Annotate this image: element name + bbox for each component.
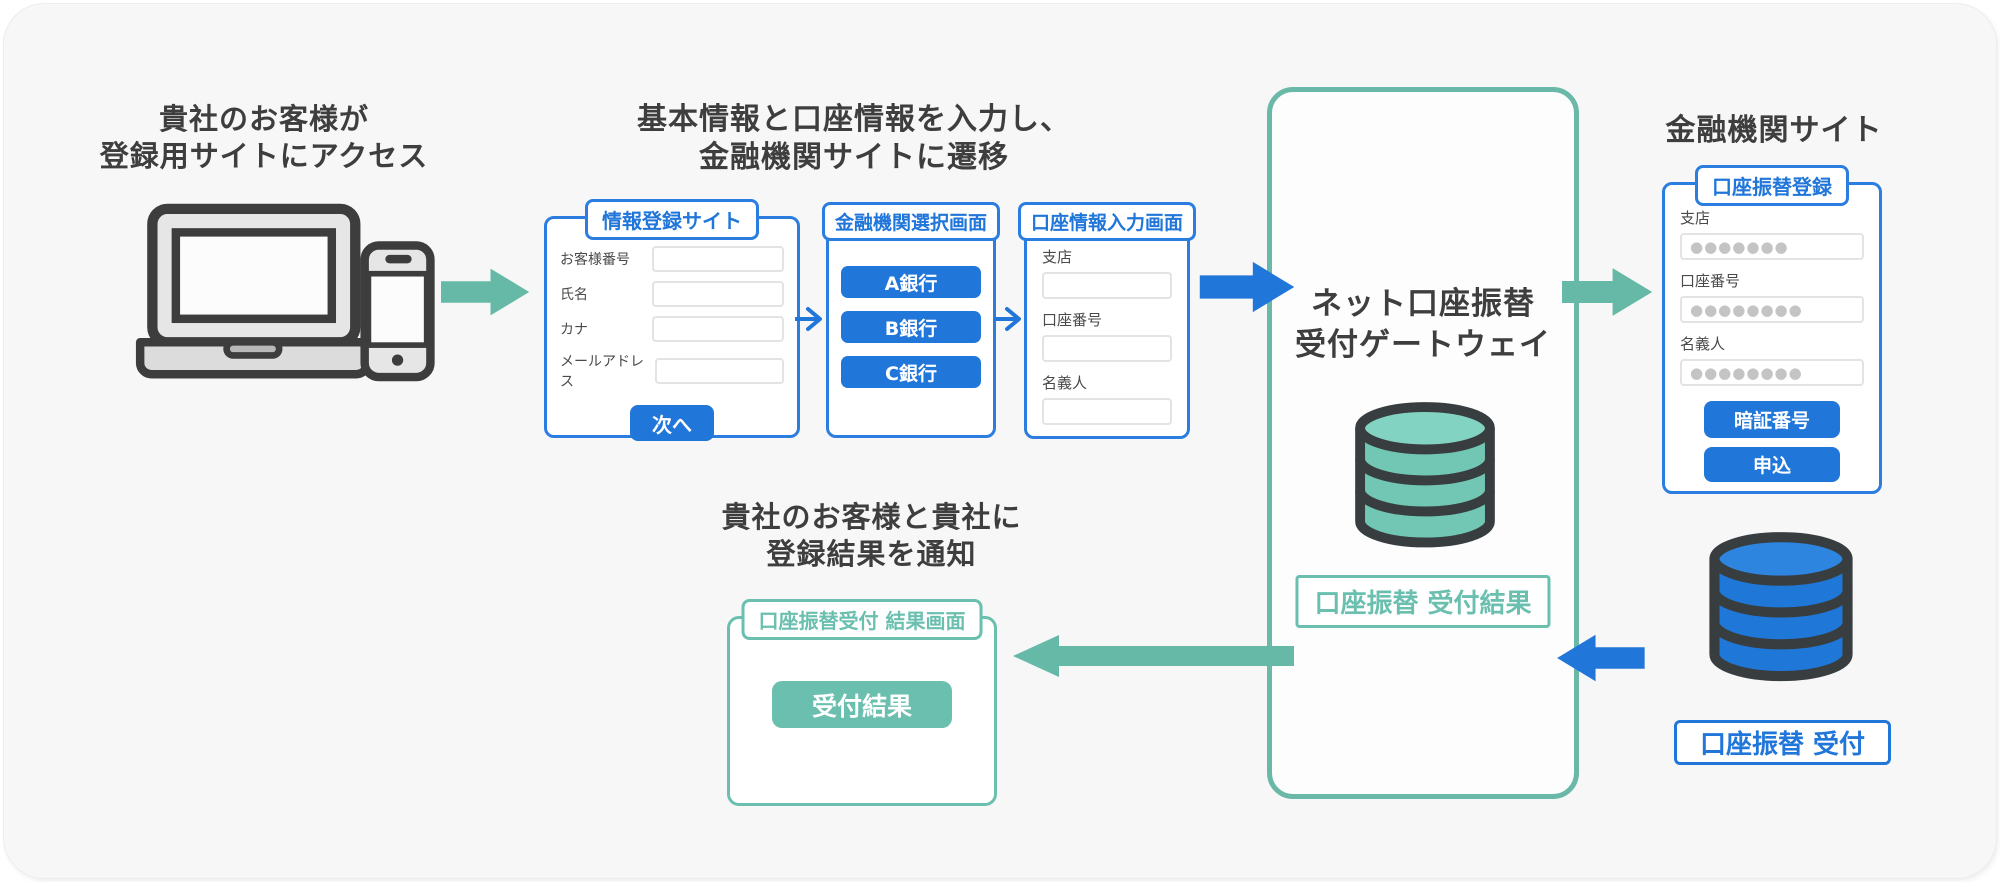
devices-icon [127,200,437,385]
customer-access-heading: 貴社のお客様が 登録用サイトにアクセス [64,101,464,175]
bank-c-button[interactable]: C銀行 [841,356,981,388]
field-label-account-number: 口座番号 [1680,272,1741,290]
bank-select-tab: 金融機関選択画面 [821,202,1001,241]
form-row: お客様番号 [560,246,784,272]
notify-step-heading: 貴社のお客様と貴社に 登録結果を通知 [694,499,1049,573]
bank-b-button[interactable]: B銀行 [841,311,981,343]
form-group: 口座番号 ●●●●●●●● [1680,270,1864,323]
gateway-title-line1: ネット口座振替 [1311,286,1535,322]
name-input[interactable] [652,281,784,307]
form-row: メールアドレス [560,351,784,391]
field-label-account-number: 口座番号 [1042,311,1103,329]
customer-number-input[interactable] [652,246,784,272]
diagram-canvas: 貴社のお客様が 登録用サイトにアクセス 基本情報と口座情報を入力し、 金融機関サ… [4,4,1996,878]
customer-access-line1: 貴社のお客様が [158,102,369,136]
account-input-tab: 口座情報入力画面 [1017,202,1197,241]
bank-a-button[interactable]: A銀行 [841,266,981,298]
input-step-line1: 基本情報と口座情報を入力し、 [637,102,1071,137]
holder-input[interactable] [1042,398,1172,425]
form-row: カナ [560,316,784,342]
bank-site-heading: 金融機関サイト [1665,113,1883,148]
field-label-branch: 支店 [1680,209,1711,227]
arrow-registration-to-bank-select [795,306,827,332]
arrow-bank-db-to-gateway [1554,633,1646,683]
arrow-account-input-to-gateway [1198,260,1298,314]
bank-site-tab: 口座振替登録 [1695,165,1849,206]
notify-step-line2: 登録結果を通知 [766,537,977,572]
form-group: 口座番号 [1042,309,1172,362]
bank-select-panel: 金融機関選択画面 A銀行 B銀行 C銀行 [821,202,1001,438]
arrow-gateway-to-result [1009,634,1294,678]
arrow-gateway-to-bank-site [1562,265,1654,319]
gateway-box: ネット口座振替 受付ゲートウェイ 口座振替 受付結果 [1267,87,1579,799]
gateway-db-label: 口座振替 受付結果 [1295,575,1551,628]
next-button[interactable]: 次へ [630,405,714,441]
field-label-branch: 支店 [1042,248,1073,266]
field-label-holder: 名義人 [1680,335,1726,353]
kana-input[interactable] [652,316,784,342]
pin-button[interactable]: 暗証番号 [1704,401,1840,438]
account-number-masked-input[interactable]: ●●●●●●●● [1680,296,1864,323]
gateway-title: ネット口座振替 受付ゲートウェイ [1272,284,1574,366]
input-step-line2: 金融機関サイトに遷移 [699,140,1009,176]
arrow-bank-select-to-account-input [994,306,1026,332]
field-label-kana: カナ [560,322,588,338]
form-group: 名義人 [1042,372,1172,425]
email-input[interactable] [655,358,784,384]
bank-site-panel: 口座振替登録 支店 ●●●●●●● 口座番号 ●●●●●●●● 名義人 ●●●●… [1662,165,1882,494]
result-button[interactable]: 受付結果 [772,681,952,728]
bank-database-icon [1694,530,1868,692]
field-label-email: メールアドレス [560,354,644,390]
gateway-database-icon [1340,400,1510,558]
field-label-holder: 名義人 [1042,374,1088,392]
bank-db-label: 口座振替 受付 [1674,720,1891,765]
result-screen-tab: 口座振替受付 結果画面 [741,599,983,640]
branch-input[interactable] [1042,272,1172,299]
notify-step-line1: 貴社のお客様と貴社に [721,500,1022,534]
registration-form-panel: 情報登録サイト お客様番号 氏名 カナ メールアドレス 次へ [544,199,800,441]
result-screen-panel: 口座振替受付 結果画面 受付結果 [727,599,997,806]
form-group: 支店 ●●●●●●● [1680,207,1864,260]
input-step-heading: 基本情報と口座情報を入力し、 金融機関サイトに遷移 [594,101,1114,178]
customer-access-line2: 登録用サイトにアクセス [99,139,429,174]
field-label-customer-number: お客様番号 [560,252,630,268]
form-row: 氏名 [560,281,784,307]
account-number-input[interactable] [1042,335,1172,362]
field-label-name: 氏名 [560,287,588,303]
form-group: 支店 [1042,246,1172,299]
gateway-title-line2: 受付ゲートウェイ [1295,326,1551,363]
arrow-devices-to-registration [441,265,531,319]
form-group: 名義人 ●●●●●●●● [1680,333,1864,386]
branch-masked-input[interactable]: ●●●●●●● [1680,233,1864,260]
account-input-panel: 口座情報入力画面 支店 口座番号 名義人 [1017,202,1197,439]
apply-button[interactable]: 申込 [1704,447,1840,482]
registration-form-tab: 情報登録サイト [585,199,759,240]
holder-masked-input[interactable]: ●●●●●●●● [1680,359,1864,386]
